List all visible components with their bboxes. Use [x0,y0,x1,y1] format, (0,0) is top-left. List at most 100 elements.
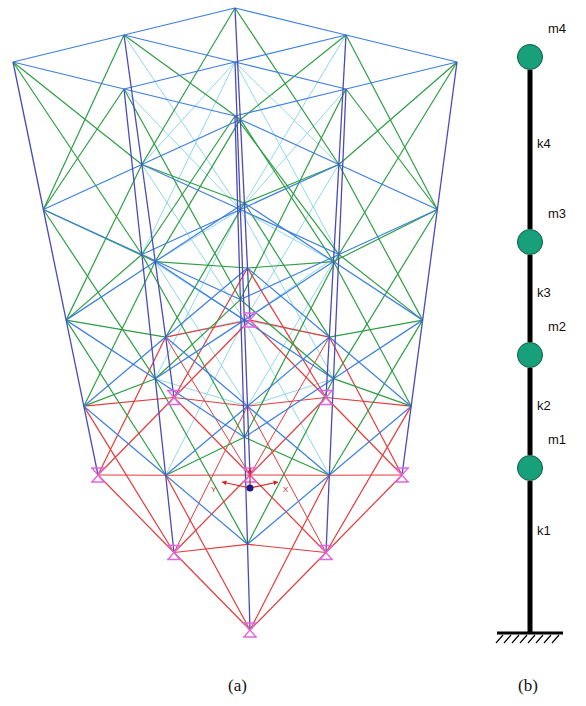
brace-member [346,35,437,210]
column-member [235,116,240,300]
beam-member [66,320,155,379]
beam-member [43,164,142,209]
column-member [402,406,411,475]
brace-member [142,255,245,438]
beam-member [240,164,339,209]
brace-member [248,544,327,552]
column-member [248,544,251,630]
beam-member [339,210,438,255]
brace-member [124,35,240,210]
column-member [240,119,244,203]
beam-member [240,255,339,300]
support-symbol [243,313,257,327]
axis-label: Y [211,485,216,494]
brace-member [339,164,423,320]
brace-member [248,398,327,407]
mass-label: m4 [548,21,566,36]
brace-member [155,262,247,407]
column-member [66,320,84,406]
lumped-mass-model [496,481,563,643]
brace-member [250,337,329,475]
column-member [240,300,244,438]
column-member [142,164,155,261]
column-member [329,262,333,338]
mass-node: m1 [517,455,543,481]
column-member [334,164,339,261]
spring-bar [528,368,533,455]
column-member [411,320,422,406]
hatch-line [544,635,551,643]
beam-member [98,398,174,476]
beam-member [166,406,248,475]
brace-member [329,474,402,475]
mass-node: m3 [517,229,543,255]
ground-line [497,632,563,635]
brace-member [346,89,437,210]
brace-member [235,116,339,255]
brace-member [240,300,333,379]
beam-member [124,62,235,89]
beam-member [142,119,241,164]
brace-member [155,379,247,545]
brace-member [334,379,412,406]
spring-bar [528,255,533,342]
hatch-line [552,635,559,643]
beam-member [248,475,330,544]
beam-member [240,119,339,164]
beam-member [166,475,248,544]
column-member [326,475,329,552]
truss-tower [13,8,457,637]
axis-arrowhead [273,481,278,486]
support-symbol [319,546,333,560]
beam-member [334,262,423,321]
support-symbol [167,391,181,405]
brace-member [240,89,346,300]
spring-label: k2 [537,398,551,413]
beam-member [240,210,339,255]
brace-member [124,35,240,119]
brace-member [13,62,142,255]
beam-member [250,553,326,631]
beam-member [235,35,346,62]
column-member [334,255,339,379]
axis-triad [222,468,278,492]
brace-member [166,475,250,476]
beam-member [124,35,235,62]
spring-label: k3 [537,285,551,300]
column-member [155,379,165,476]
brace-member [244,320,329,475]
brace-member [235,8,339,164]
support-symbol [395,468,409,482]
brace-member [166,475,250,630]
origin-dot [247,485,254,492]
brace-member [244,255,338,438]
brace-member [244,203,329,337]
panel-label: (b) [518,676,538,696]
column-member [248,268,251,320]
brace-member [98,474,166,475]
beam-member [248,406,330,475]
brace-member [235,62,339,255]
support-symbol [243,623,257,637]
column-member [84,406,98,475]
column-member [166,337,174,397]
brace-member [84,398,174,407]
beam-member [84,337,166,406]
mass-label: m2 [548,319,566,334]
beam-member [142,164,241,209]
beam-member [66,262,155,321]
beam-member [13,62,124,89]
brace-member [124,89,240,300]
beam-member [250,475,326,553]
brace-member [66,320,166,475]
axis-arrowhead [222,481,227,486]
beam-member [166,337,248,406]
support-symbol [167,391,181,405]
spring-bar [528,481,533,632]
brace-member [43,210,155,379]
brace-member [43,35,124,210]
column-member [248,406,251,475]
